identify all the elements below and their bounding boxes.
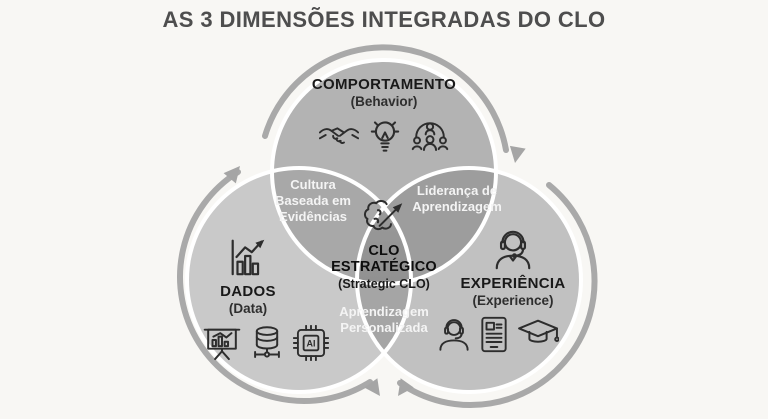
support-agent-icon [491,228,535,270]
clo-subtitle: (Strategic CLO) [338,277,430,291]
clo-line1: CLO [368,243,400,259]
ai-chip-icon: AI [292,324,330,362]
cycle-arc-left [177,169,373,404]
ereader-icon [479,316,509,353]
lightbulb-icon [370,117,400,157]
clo-line2: ESTRATÉGICO [331,259,437,275]
lens-behavior-data-label: Cultura Baseada em Evidências [275,177,351,224]
presentation-chart-icon [203,326,241,361]
cycle-arc-top [262,44,509,153]
bar-chart-growth-icon [226,234,270,278]
arrowhead-left-icon [223,166,240,184]
brain-growth-icon [360,198,408,238]
strategic-clo-center: CLO ESTRATÉGICO (Strategic CLO) [308,198,460,291]
arrowhead-bottom-right-icon [398,378,414,396]
data-section: DADOS (Data) [186,234,330,362]
experience-subtitle: (Experience) [472,293,554,308]
headset-person-icon [437,317,471,352]
experience-title: EXPERIÊNCIA [460,275,566,292]
lens-data-experience-label: Aprendizagem Personalizada [339,304,429,335]
data-subtitle: (Data) [228,301,268,316]
ai-chip-label: AI [307,339,316,349]
handshake-icon [318,124,360,151]
behavior-subtitle: (Behavior) [350,94,418,109]
database-icon [250,324,284,362]
lens-behavior-experience-label: Liderança de Aprendizagem [412,183,502,214]
behavior-section: COMPORTAMENTO (Behavior) [264,76,504,157]
data-title: DADOS [220,283,276,300]
cycle-arc-right [397,182,598,409]
arrowhead-right-icon [509,145,526,163]
behavior-title: COMPORTAMENTO [311,76,457,93]
team-icon [411,121,449,153]
graduation-cap-icon [517,319,560,350]
page-title: AS 3 DIMENSÕES INTEGRADAS DO CLO [162,7,606,32]
arrowhead-bottom-left-icon [364,378,380,396]
experience-section: EXPERIÊNCIA (Experience) [439,228,578,353]
